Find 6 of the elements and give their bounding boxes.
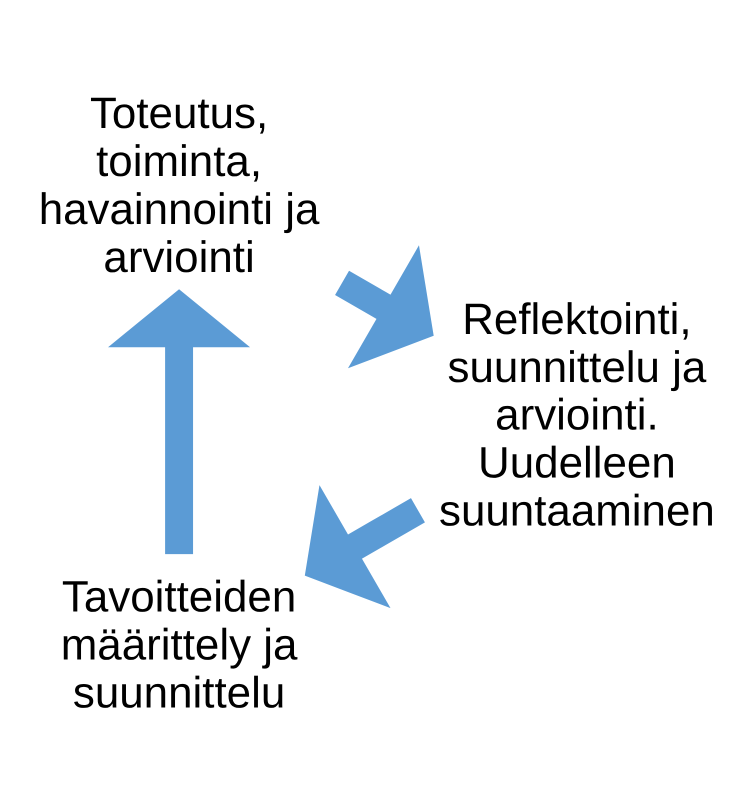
- node-text: Toteutus, toiminta, havainnointi ja arviointi: [38, 88, 320, 282]
- node-text: Tavoitteiden määrittely ja suunnittelu: [60, 572, 298, 717]
- arrow: [108, 288, 250, 554]
- arrow: [304, 484, 425, 608]
- arrow: [335, 244, 434, 368]
- node-text: Reflektointi, suunnittelu ja arviointi. Uudelleen suuntaaminen: [438, 294, 715, 536]
